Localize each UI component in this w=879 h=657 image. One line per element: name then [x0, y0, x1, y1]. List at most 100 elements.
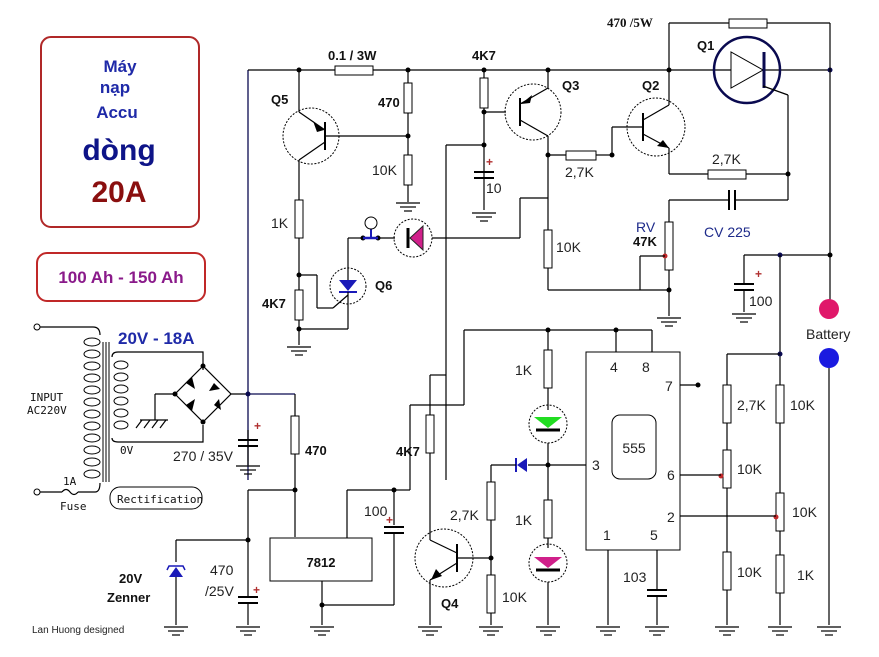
fuse-rating: 1A — [63, 475, 77, 488]
diode-icon — [214, 399, 221, 410]
c-103-label: 103 — [623, 569, 647, 585]
blocking-diode-icon — [517, 458, 527, 472]
pin-5: 5 — [650, 527, 658, 543]
q1-label: Q1 — [697, 38, 714, 53]
r-10k-q4-label: 10K — [502, 589, 528, 605]
pin-6: 6 — [667, 467, 675, 483]
magenta-led-icon — [534, 557, 562, 568]
rv-value: 47K — [633, 234, 657, 249]
shunt-label: 0.1 / 3W — [328, 48, 377, 63]
svg-text:+: + — [755, 267, 762, 281]
primary-winding-turn — [83, 445, 101, 455]
q6-diode-icon — [339, 280, 357, 291]
input-label-2: AC220V — [27, 404, 67, 417]
filter-capacitor: + 270 / 35V — [173, 419, 261, 475]
title-line-5: 20A — [91, 176, 146, 209]
fuse-icon — [61, 488, 79, 496]
pin-4: 4 — [610, 359, 618, 375]
battery-negative-terminal[interactable] — [819, 348, 839, 368]
q4-section: 4K7 Q4 — [396, 374, 491, 636]
resistor-4k7-left — [294, 289, 304, 321]
led-icon — [409, 224, 424, 252]
r-q3-q2-label: 2,7K — [565, 164, 594, 180]
q5-transistor: Q5 1K 4K7 — [262, 70, 408, 356]
regulator-label: 7812 — [307, 555, 336, 570]
input-label-1: INPUT — [30, 391, 63, 404]
rectification-label: Rectification — [117, 493, 203, 506]
r-div-pot-b-label: 10K — [792, 504, 818, 520]
svg-text:+: + — [386, 513, 393, 527]
primary-winding-turn — [83, 385, 101, 395]
r-1k-led-bot-label: 1K — [515, 512, 533, 528]
fuse-label: Fuse — [60, 500, 87, 513]
r-div-10k-a-label: 10K — [790, 397, 816, 413]
r-4k7-top-label: 4K7 — [472, 48, 496, 63]
chassis-ground-icon — [135, 419, 168, 429]
zener-label: Zenner — [107, 590, 150, 605]
r-10k-q3-label: 10K — [556, 239, 582, 255]
r-div-1k-label: 1K — [797, 567, 815, 583]
resistor-1k-left — [294, 199, 304, 239]
r-div-10k-b-label: 10K — [737, 564, 763, 580]
zero-v-label: 0V — [120, 444, 134, 457]
q1-section: 470 /5W Q1 — [607, 15, 831, 300]
c-470-25v-label-1: 470 — [210, 562, 234, 578]
battery-positive-terminal[interactable] — [819, 299, 839, 319]
r-4k7-q4-label: 4K7 — [396, 444, 420, 459]
q3-section: 4K7 + 10 Q3 2,7K 10K — [445, 48, 668, 480]
q5-label: Q5 — [271, 92, 288, 107]
primary-winding-turn — [83, 361, 101, 371]
r-470-5w-label: 470 /5W — [607, 15, 653, 30]
main-rail: 0.1 / 3W — [247, 48, 833, 480]
primary-winding-turn — [83, 349, 101, 359]
secondary-winding-turn — [113, 396, 129, 406]
r-div-2k7-label: 2,7K — [737, 397, 766, 413]
c-100-right-label: 100 — [749, 293, 773, 309]
capacity-box: 100 Ah - 150 Ah — [36, 252, 206, 302]
q6-label: Q6 — [375, 278, 392, 293]
r-1k-led-top-label: 1K — [515, 362, 533, 378]
pin-7: 7 — [665, 378, 673, 394]
transformer: INPUT AC220V 0V 1A Fuse 20V - 18A Rectif… — [27, 323, 204, 513]
c-470-25v-label-2: /25V — [205, 583, 234, 599]
green-led-icon — [534, 417, 562, 428]
regulator-section: 470 20V Zenner + 470 /25V 7812 + 100 — [107, 329, 548, 636]
secondary-winding-turn — [113, 420, 129, 430]
q2-section: Q2 2,7K — [611, 70, 791, 180]
r-1k-left-label: 1K — [271, 215, 289, 231]
q3-label: Q3 — [562, 78, 579, 93]
secondary-winding-turn — [113, 360, 129, 370]
diode-icon — [186, 399, 195, 411]
title-box: Máy nạp Accu dòng 20A — [40, 36, 200, 228]
q1-circle — [712, 35, 782, 105]
timer-555: 555 4 8 7 3 6 2 1 5 103 — [545, 327, 776, 636]
pin-8: 8 — [642, 359, 650, 375]
shunt-resistor — [334, 65, 374, 76]
pin-3: 3 — [592, 457, 600, 473]
pin-1: 1 — [603, 527, 611, 543]
primary-winding-turn — [83, 337, 101, 347]
q2-label: Q2 — [642, 78, 659, 93]
zener-value: 20V — [119, 571, 142, 586]
q4-label: Q4 — [441, 596, 459, 611]
svg-text:+: + — [253, 583, 260, 597]
svg-text:+: + — [254, 419, 261, 433]
rectification-box — [109, 486, 203, 510]
primary-winding-turn — [83, 469, 101, 479]
credit-text: Lan Huong designed — [32, 625, 124, 636]
title-line-3: Accu — [96, 103, 138, 122]
cv-label: CV 225 — [704, 224, 751, 240]
secondary-winding-turn — [113, 408, 129, 418]
q6-section: Q6 — [299, 197, 548, 330]
svg-text:+: + — [486, 155, 493, 169]
primary-winding-turn — [83, 397, 101, 407]
primary-winding-turn — [83, 409, 101, 419]
r-4k7-left-label: 4K7 — [262, 296, 286, 311]
primary-winding-turn — [83, 457, 101, 467]
zener-diode-icon — [169, 567, 183, 577]
bridge-rectifier — [135, 363, 251, 429]
r-10k-label: 10K — [372, 162, 398, 178]
rv-label: RV — [636, 219, 656, 235]
rv-cv-section: CV 225 RV 47K — [633, 190, 788, 327]
